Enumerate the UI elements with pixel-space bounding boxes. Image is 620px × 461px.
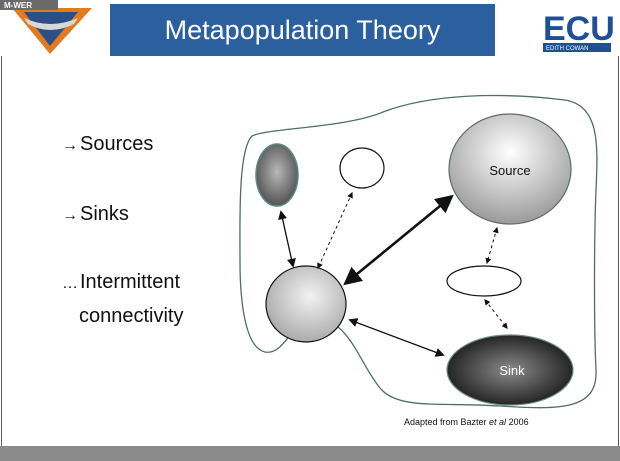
source-label: Source (489, 163, 530, 178)
bullet-intermittent: …Intermittent (62, 271, 180, 294)
ecu-logo-subtext: EDITH COWAN (546, 46, 588, 52)
bullet-arrow: → (62, 207, 78, 224)
citation: Adapted from Bazter et al 2006 (404, 417, 529, 427)
bullet-sources: →Sources (62, 133, 153, 156)
arrow-empty-to-central (317, 191, 353, 270)
citation-suffix: 2006 (506, 417, 529, 427)
citation-italic: et al (489, 417, 507, 427)
ecu-logo: ECU EDITH COWAN (541, 4, 615, 52)
bullet-text: Sources (80, 133, 154, 155)
ecu-logo-letters: ECU (543, 10, 615, 48)
bullet-text: Intermittent (80, 271, 181, 293)
footer-bar (0, 446, 620, 461)
bullet-text: Sinks (80, 203, 129, 225)
arrow-source-to-elongated (485, 226, 499, 265)
arrow-elongated-to-sink (484, 299, 508, 329)
logo-wave (24, 18, 78, 30)
patch-dark-small (255, 143, 299, 207)
arrow-dark-to-central (278, 210, 296, 268)
ecu-logo-strip (543, 43, 611, 52)
patch-central (265, 265, 347, 343)
slide-header: M-WER Metapopulation Theory ECU EDITH CO… (0, 0, 620, 56)
citation-prefix: Adapted from Bazter (404, 417, 490, 427)
mwer-logo: M-WER (0, 0, 92, 54)
patch-sink (446, 334, 574, 406)
bullet-ellipsis: … (62, 275, 78, 292)
bullet-text: connectivity (79, 305, 184, 327)
arrow-source-to-central (343, 194, 454, 286)
arrow-central-to-sink (348, 318, 445, 357)
habitat-boundary (239, 94, 598, 409)
logo-badge (0, 0, 58, 10)
bullet-sinks: →Sinks (62, 203, 129, 226)
logo-badge-text: M-WER (4, 1, 32, 10)
title-bar (110, 4, 495, 56)
bullet-arrow: → (62, 137, 78, 154)
sink-label: Sink (499, 363, 525, 378)
patch-empty-small (339, 147, 385, 189)
patch-source (448, 113, 572, 225)
bullet-connectivity: connectivity (79, 305, 184, 328)
page-title: Metapopulation Theory (164, 15, 441, 45)
patch-empty-elongated (446, 265, 522, 297)
